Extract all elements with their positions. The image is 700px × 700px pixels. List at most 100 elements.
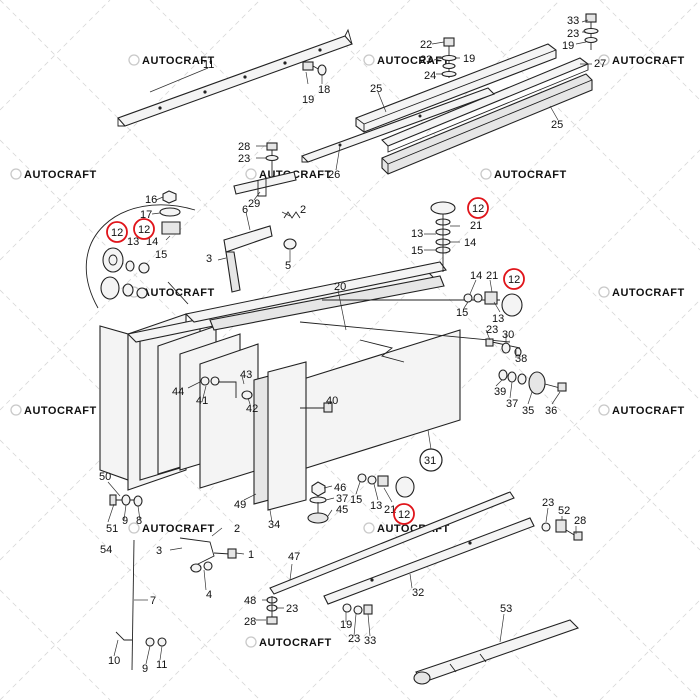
bolt-22-24-stack <box>441 37 457 78</box>
highlight-circle <box>503 268 525 290</box>
svg-text:AUTOCRAFT: AUTOCRAFT <box>24 169 97 181</box>
part-7-rod <box>131 537 237 671</box>
callout-label: 44 <box>172 386 184 398</box>
watermark: AUTOCRAFT <box>10 168 97 181</box>
callout-label: 15 <box>456 307 468 319</box>
callout-label: 23 <box>286 603 298 615</box>
svg-text:AUTOCRAFT: AUTOCRAFT <box>377 55 450 67</box>
watermark: AUTOCRAFT <box>480 168 567 181</box>
watermark: AUTOCRAFT <box>128 54 214 67</box>
bolt-19-18 <box>302 61 327 76</box>
callout-label: 21 <box>486 270 498 282</box>
svg-text:AUTOCRAFT: AUTOCRAFT <box>24 405 97 417</box>
reference-circle-31 <box>419 429 443 472</box>
callout-label: 23 <box>420 54 432 66</box>
callout-label: 33 <box>364 635 376 647</box>
callout-label: 33 <box>567 15 579 27</box>
callout-label: 31 <box>424 455 436 467</box>
callout-label: 19 <box>463 53 475 65</box>
roller-12-lower <box>357 473 415 498</box>
watermark: AUTOCRAFT <box>128 522 214 535</box>
callout-label: 1 <box>248 549 254 561</box>
callout-label: 28 <box>574 515 586 527</box>
callout-label: 49 <box>234 499 246 511</box>
callout-label: 23 <box>238 153 250 165</box>
roller-35-36 <box>498 369 567 395</box>
bolt-10-9-11 <box>115 631 167 647</box>
callout-label: 50 <box>99 471 111 483</box>
callout-label: 9 <box>142 663 148 675</box>
callout-label: 24 <box>424 70 436 82</box>
highlight-circle <box>133 218 155 240</box>
callout-label: 51 <box>106 523 118 535</box>
callout-label: 21 <box>470 220 482 232</box>
callout-label: 25 <box>370 83 382 95</box>
callout-label: 13 <box>127 236 139 248</box>
callout-label: 23 <box>542 497 554 509</box>
callout-label: 19 <box>340 619 352 631</box>
bolt-12-21-stack <box>430 201 456 272</box>
callout-label: 3 <box>206 253 212 265</box>
callout-label: 10 <box>108 655 120 667</box>
callout-label: 11 <box>156 659 167 671</box>
bolt-40 <box>300 402 333 413</box>
callout-label: 14 <box>146 236 158 248</box>
callout-label: 40 <box>326 395 338 407</box>
callout-label: 12 <box>398 509 410 521</box>
watermark: AUTOCRAFT <box>245 636 331 649</box>
callout-label: 13 <box>370 500 382 512</box>
part-47-bar <box>269 491 515 595</box>
watermark: AUTOCRAFT <box>598 286 685 299</box>
part-32-bar <box>323 517 535 605</box>
svg-text:AUTOCRAFT: AUTOCRAFT <box>612 287 685 299</box>
callout-label: 2 <box>300 204 306 216</box>
callout-label: 47 <box>288 551 300 563</box>
callout-label: 36 <box>545 405 557 417</box>
svg-text:AUTOCRAFT: AUTOCRAFT <box>612 55 685 67</box>
svg-text:AUTOCRAFT: AUTOCRAFT <box>494 169 567 181</box>
callout-label: 48 <box>244 595 256 607</box>
callout-label: 12 <box>138 224 150 236</box>
callout-label: 15 <box>350 494 362 506</box>
callout-label: 15 <box>411 245 423 257</box>
callout-label: 23 <box>486 324 498 336</box>
callout-label: 26 <box>328 169 340 181</box>
callout-label: 52 <box>558 505 570 517</box>
callout-label: 42 <box>246 403 258 415</box>
bolt-33-23-19-stack <box>583 13 599 50</box>
callout-label: 13 <box>411 228 423 240</box>
callout-label: 7 <box>150 595 156 607</box>
callout-label: 12 <box>508 274 520 286</box>
part-53-handle <box>413 619 580 685</box>
callout-label: 11 <box>203 59 214 71</box>
callout-label: 38 <box>515 353 527 365</box>
callout-label: 23 <box>348 633 360 645</box>
callout-label: 37 <box>506 398 518 410</box>
watermark: AUTOCRAFT <box>363 54 450 67</box>
callout-label: 15 <box>155 249 167 261</box>
part-11-top-bar <box>117 28 353 127</box>
part-labels: 11 19 18 22 23 24 19 33 23 19 27 25 25 2… <box>99 15 606 675</box>
detail-callout-arc <box>85 204 196 309</box>
callout-label: 14 <box>464 237 476 249</box>
callout-label: 13 <box>492 313 504 325</box>
bolt-9-8-54 <box>109 494 143 507</box>
callout-label: 37 <box>336 493 348 505</box>
watermark: AUTOCRAFT <box>598 54 685 67</box>
bolt-44-43 <box>200 376 253 400</box>
callout-label: 32 <box>412 587 424 599</box>
roller-12-right <box>463 291 523 317</box>
svg-text:AUTOCRAFT: AUTOCRAFT <box>612 405 685 417</box>
callout-label: 12 <box>111 227 123 239</box>
part-26-bar <box>301 87 495 163</box>
callout-label: 53 <box>500 603 512 615</box>
callout-label: 3 <box>156 545 162 557</box>
detail-rollers <box>100 247 150 300</box>
callout-label: 46 <box>334 482 346 494</box>
callout-label: 34 <box>268 519 280 531</box>
callout-label: 17 <box>140 209 152 221</box>
part-25-upper-rail <box>355 43 557 133</box>
callout-label: 54 <box>100 544 112 556</box>
callout-label: 5 <box>285 260 291 272</box>
